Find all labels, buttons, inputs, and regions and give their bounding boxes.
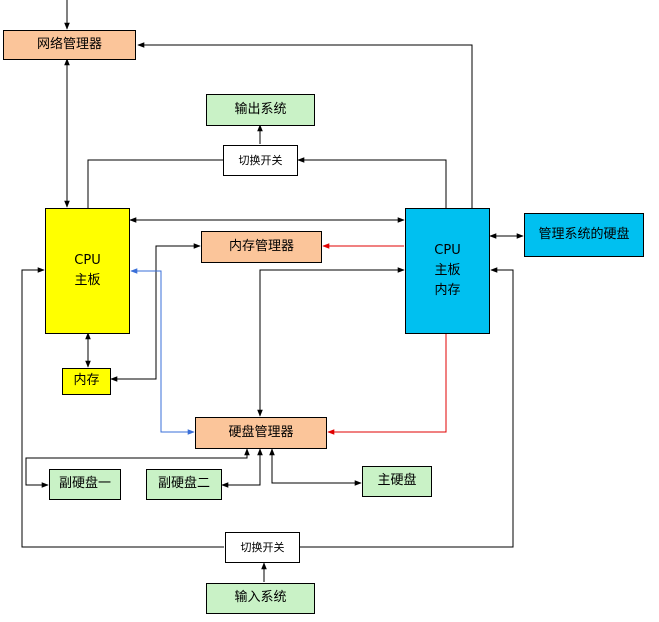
sub-disk-2-label: 副硬盘二 — [157, 476, 210, 492]
sub-disk-1-node: 副硬盘一 — [49, 469, 121, 500]
switch-cpu-right-link — [300, 267, 514, 548]
output-system-node: 输出系统 — [206, 94, 315, 126]
cpu-left-line2: 主板 — [74, 273, 101, 288]
network-manager-label: 网络管理器 — [36, 36, 102, 52]
main-disk-node: 主硬盘 — [362, 466, 432, 497]
input-system-label: 输入系统 — [234, 590, 287, 606]
switch-bottom-label: 切换开关 — [240, 540, 285, 554]
system-disk-node: 管理系统的硬盘 — [524, 213, 644, 257]
cpu-right-line2: 主板 — [434, 262, 461, 278]
output-system-label: 输出系统 — [234, 101, 287, 117]
memory-manager-node: 内存管理器 — [201, 231, 322, 263]
memory-left-label: 内存 — [73, 373, 100, 389]
network-manager-node: 网络管理器 — [3, 30, 136, 60]
cpu-right-disk-manager-red-link — [327, 333, 447, 435]
cpu-left-node: CPU 主板 — [45, 208, 130, 334]
cpu-right-disk-manager-link — [257, 267, 405, 417]
disk-manager-sub-disk-2-link — [221, 448, 263, 488]
disk-manager-label: 硬盘管理器 — [228, 424, 294, 440]
switch-cpu-left-link — [21, 267, 224, 548]
switch-top-label: 切换开关 — [238, 153, 283, 167]
disk-manager-node: 硬盘管理器 — [195, 417, 327, 449]
cpu-right-switch-link — [297, 157, 447, 208]
switch-bottom-node: 切换开关 — [225, 532, 300, 563]
sub-disk-2-node: 副硬盘二 — [146, 469, 222, 500]
cpu-left-disk-manager-blue-link — [130, 268, 195, 435]
cpu-right-network-link — [137, 42, 473, 208]
cpu-left-switch-link — [87, 159, 223, 208]
sub-disk-1-label: 副硬盘一 — [58, 476, 111, 492]
main-disk-label: 主硬盘 — [377, 473, 417, 489]
input-system-node: 输入系统 — [206, 583, 315, 614]
cpu-right-line3: 内存 — [434, 283, 461, 299]
system-disk-label: 管理系统的硬盘 — [538, 226, 630, 242]
disk-manager-main-disk-link — [269, 448, 362, 486]
cpu-right-line1: CPU — [434, 242, 461, 258]
cpu-left-line1: CPU — [74, 252, 101, 268]
memory-manager-label: 内存管理器 — [228, 238, 294, 254]
cpu-right-node: CPU 主板 内存 — [405, 208, 490, 334]
memory-left-node: 内存 — [62, 368, 111, 395]
switch-top-node: 切换开关 — [223, 145, 298, 176]
